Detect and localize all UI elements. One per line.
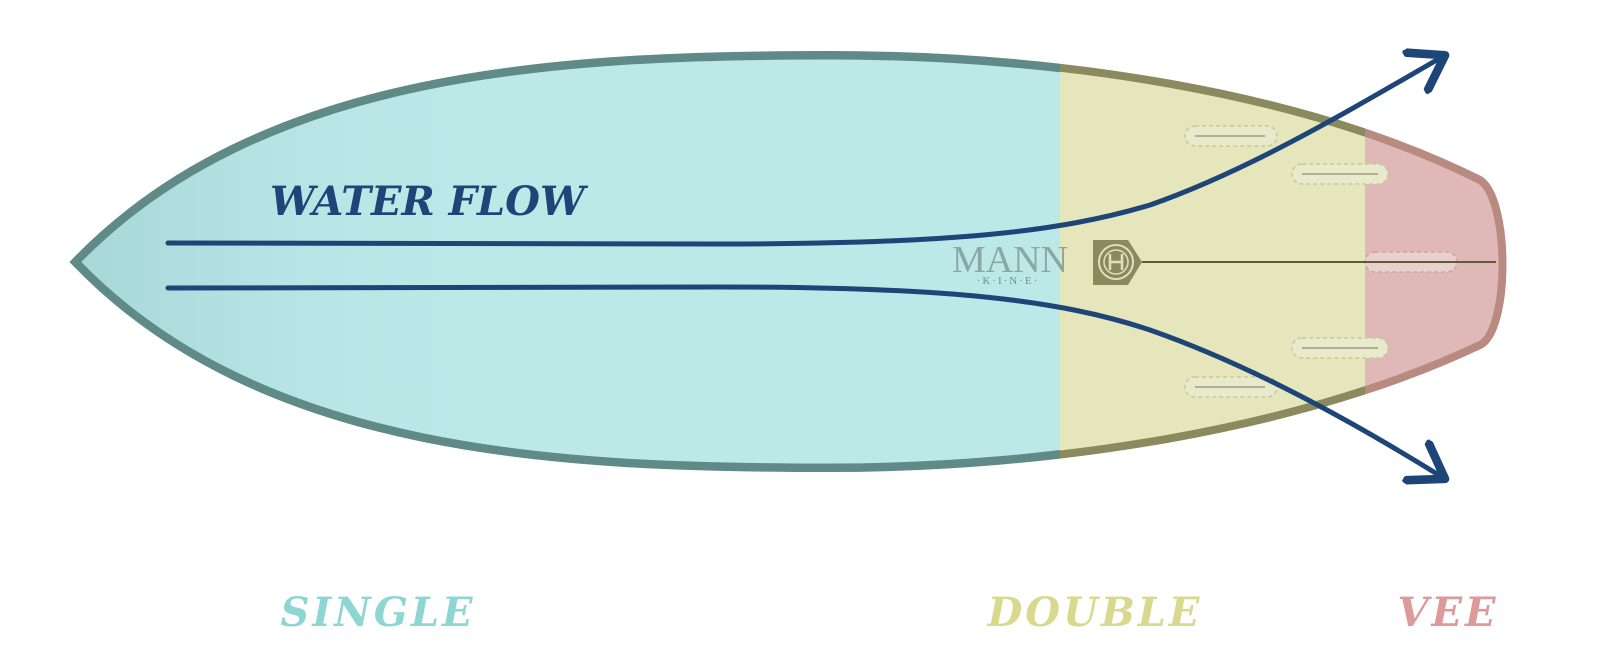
fin-box-icon	[1291, 163, 1389, 185]
nose-tint	[75, 55, 520, 468]
rail-vee-zone	[1365, 128, 1507, 395]
fin-box-icon	[1291, 337, 1389, 359]
surfboard-h-emblem-icon	[1093, 240, 1142, 285]
arrow-down-right-icon	[165, 284, 1442, 477]
board-rails	[69, 50, 1507, 473]
zone-label-double: DOUBLE	[987, 589, 1203, 636]
brand-subtitle: ·K·I·N·E·	[977, 275, 1040, 287]
zone-vee-fill	[1365, 55, 1503, 468]
zone-label-vee: VEE	[1397, 589, 1498, 636]
zone-double-fill	[1060, 55, 1365, 468]
fin-box-icon	[1184, 125, 1278, 147]
rail-single-zone	[69, 50, 1060, 473]
water-flow-lines	[165, 57, 1442, 477]
water-flow-label: WATER FLOW	[270, 178, 589, 225]
arrow-up-right-icon	[165, 57, 1442, 247]
zone-label-single: SINGLE	[281, 589, 476, 636]
brand-logo: MANN ·K·I·N·E·	[952, 239, 1142, 287]
brand-name: MANN	[952, 239, 1068, 281]
